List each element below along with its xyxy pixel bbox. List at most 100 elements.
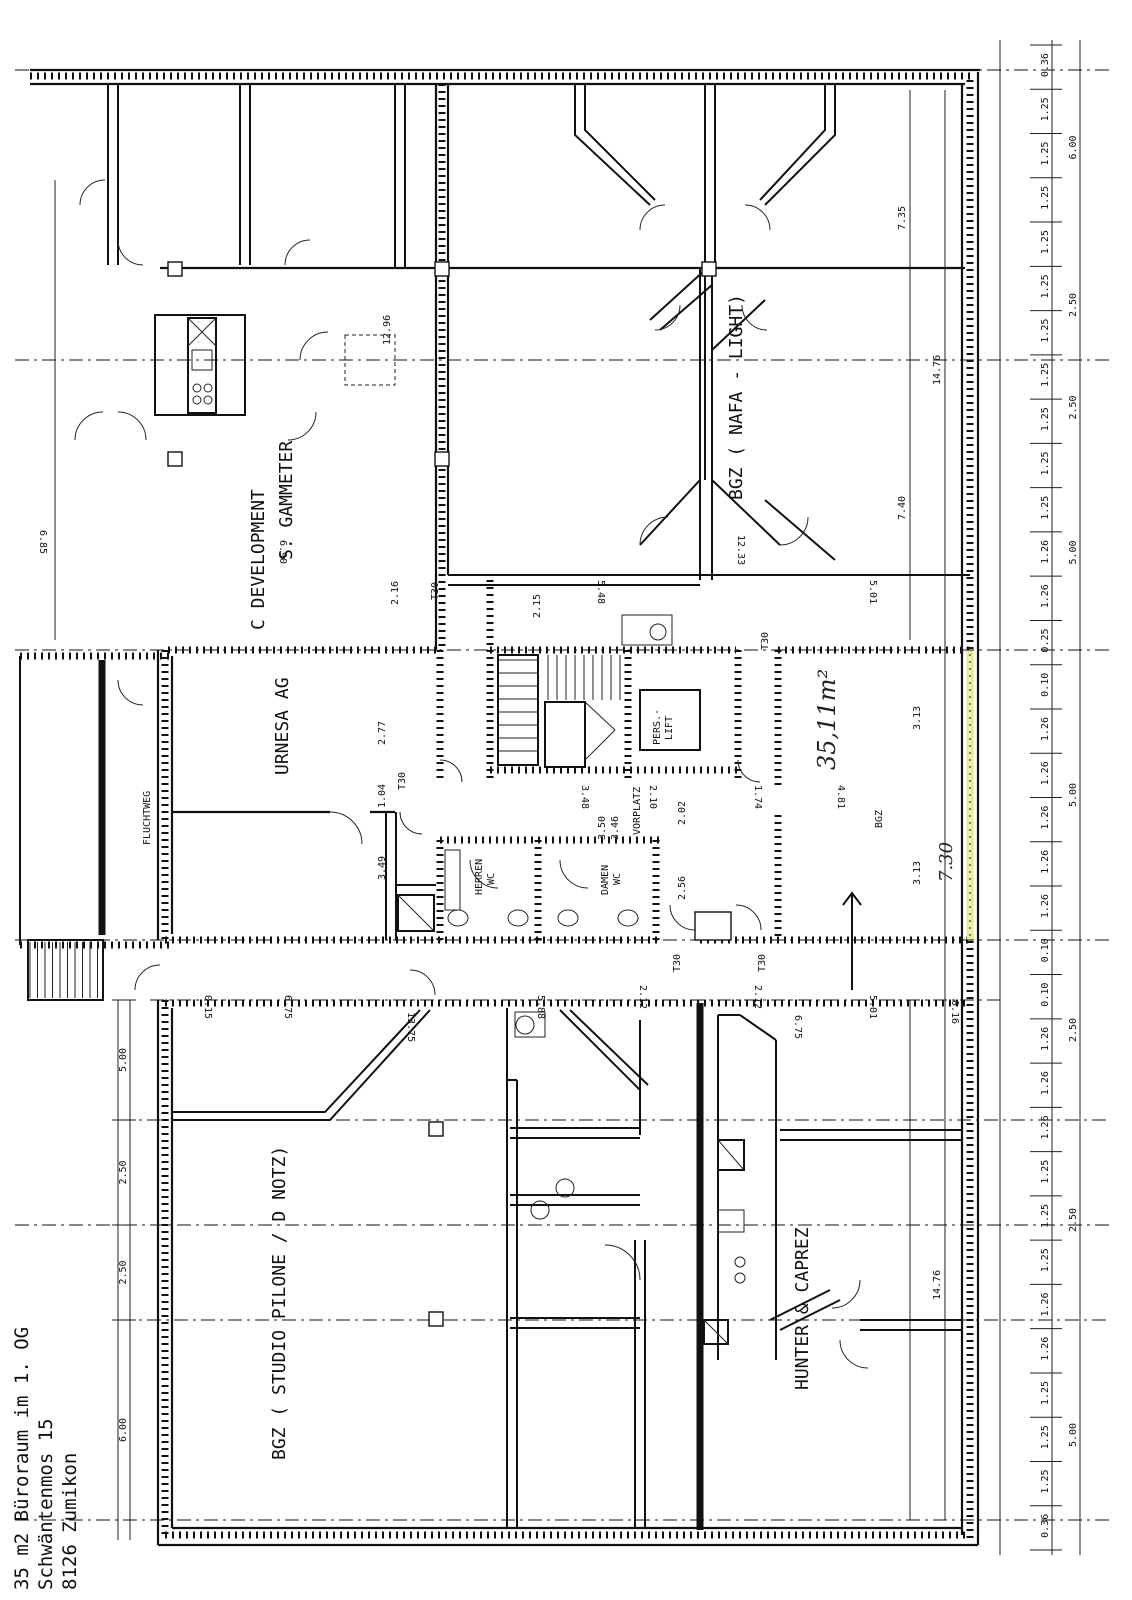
dim-right-12: 1.26 — [1040, 584, 1051, 608]
svg-text:2.56: 2.56 — [677, 876, 688, 900]
svg-text:3.13: 3.13 — [912, 706, 923, 730]
dim-right-17: 1.26 — [1040, 806, 1051, 830]
svg-text:3.50: 3.50 — [597, 816, 608, 840]
dim-right-20: 0.10 — [1040, 938, 1051, 962]
svg-text:6.90: 6.90 — [277, 540, 288, 564]
door-swings — [74, 179, 869, 1369]
dim-right-1: 1.25 — [1040, 97, 1051, 121]
dim-right-23: 1.26 — [1040, 1071, 1051, 1095]
label-lift: PERS.- — [652, 709, 663, 745]
dim-right-3: 1.25 — [1040, 186, 1051, 210]
dim-right-0: 0.36 — [1040, 53, 1051, 77]
svg-text:5.88: 5.88 — [535, 995, 546, 1019]
dim-right-13: 0.25 — [1040, 628, 1051, 652]
dim-right-14: 0.10 — [1040, 673, 1051, 697]
address-line-2: Schwäntenmos 15 — [35, 1418, 57, 1590]
svg-text:0.16: 0.16 — [949, 1000, 960, 1024]
handwritten-depth: 7.30 — [936, 842, 957, 882]
svg-text:7.40: 7.40 — [897, 496, 908, 520]
dim-right-6: 1.25 — [1040, 319, 1051, 343]
svg-text:12.96: 12.96 — [382, 315, 393, 345]
dim-left-1: 2.50 — [118, 1160, 129, 1184]
dim-right-sub-0: 6.00 — [1068, 135, 1079, 159]
svg-text:14.76: 14.76 — [932, 1270, 943, 1300]
label-fluchtweg: FLUCHTWEG — [142, 791, 153, 845]
svg-text:T30: T30 — [672, 954, 683, 972]
dim-right-33: 0.36 — [1040, 1514, 1051, 1538]
dim-right-31: 1.25 — [1040, 1425, 1051, 1449]
svg-text:6.75: 6.75 — [792, 1015, 803, 1039]
svg-text:T30: T30 — [760, 632, 771, 650]
room-studio-pilone: BGZ ( STUDIO PILONE / D NOTZ) — [269, 1146, 290, 1460]
dim-right-sub-3: 5.00 — [1068, 540, 1079, 564]
svg-text:2.16: 2.16 — [390, 581, 401, 605]
dim-left-2: 2.50 — [118, 1260, 129, 1284]
interior-walls — [19, 84, 974, 1530]
columns — [167, 261, 732, 1327]
svg-text:2.12: 2.12 — [637, 985, 648, 1009]
handwritten-area: 35,11m² — [813, 669, 841, 770]
svg-text:3.48: 3.48 — [579, 785, 590, 809]
dim-right-21: 0.10 — [1040, 983, 1051, 1007]
svg-text:5.01: 5.01 — [867, 580, 878, 604]
dim-right-15: 1.26 — [1040, 717, 1051, 741]
room-urnesa: URNESA AG — [272, 677, 293, 775]
dim-right-5: 1.25 — [1040, 274, 1051, 298]
svg-text:3.13: 3.13 — [912, 861, 923, 885]
direction-arrow — [842, 891, 862, 990]
dim-right-2: 1.25 — [1040, 142, 1051, 166]
label-damen: DAMEN — [600, 865, 611, 895]
dim-right-4: 1.25 — [1040, 230, 1051, 254]
svg-text:T30: T30 — [757, 954, 768, 972]
room-nafa-light: BGZ ( NAFA - LIGHT) — [726, 294, 747, 500]
exterior-stair — [27, 939, 104, 1001]
label-lift-2: LIFT — [664, 716, 675, 740]
svg-text:5.01: 5.01 — [867, 995, 878, 1019]
dim-right-30: 1.25 — [1040, 1381, 1051, 1405]
wc-fixtures — [397, 614, 746, 1345]
dim-right-29: 1.26 — [1040, 1337, 1051, 1361]
svg-text:14.76: 14.76 — [932, 355, 943, 385]
dim-right-8: 1.25 — [1040, 407, 1051, 431]
dim-right-24: 1.26 — [1040, 1115, 1051, 1139]
address-block: 35 m2 Büroraum im 1. OG Schwäntenmos 15 … — [11, 1327, 81, 1590]
svg-text:7.35: 7.35 — [897, 206, 908, 230]
svg-text:12.33: 12.33 — [735, 535, 746, 565]
dim-right-25: 1.25 — [1040, 1160, 1051, 1184]
dim-right-16: 1.26 — [1040, 761, 1051, 785]
exterior-walls — [20, 68, 980, 1547]
svg-text:2.10: 2.10 — [647, 785, 658, 809]
label-herren-wc: WC — [486, 873, 497, 885]
label-vorplatz: VORPLATZ — [632, 787, 643, 835]
dimension-labels: 7.35 7.40 14.76 14.76 12.96 6.90 6.85 12… — [37, 206, 960, 1300]
dim-right-19: 1.26 — [1040, 894, 1051, 918]
svg-text:2.77: 2.77 — [377, 721, 388, 745]
svg-text:4.81: 4.81 — [835, 785, 846, 809]
dim-left-3: 6.00 — [118, 1418, 129, 1442]
dim-right-32: 1.25 — [1040, 1470, 1051, 1494]
dim-left-0: 5.00 — [118, 1048, 129, 1072]
dim-right-10: 1.25 — [1040, 496, 1051, 520]
dim-right-18: 1.26 — [1040, 850, 1051, 874]
dimension-ticks-right — [1030, 44, 1062, 1551]
svg-text:1.04: 1.04 — [377, 784, 388, 808]
address-line-1: 35 m2 Büroraum im 1. OG — [11, 1327, 33, 1590]
svg-text:T30: T30 — [397, 772, 408, 790]
room-c-development-tenant: S. GAMMETER — [276, 441, 297, 560]
dimension-lines-left — [54, 180, 131, 1540]
svg-text:3.46: 3.46 — [610, 816, 621, 840]
dim-right-22: 1.26 — [1040, 1027, 1051, 1051]
room-labels: C DEVELOPMENT S. GAMMETER URNESA AG BGZ … — [142, 294, 957, 1460]
svg-text:2.15: 2.15 — [532, 594, 543, 618]
svg-text:T30: T30 — [430, 582, 441, 600]
svg-text:3.49: 3.49 — [377, 856, 388, 880]
diagonal-partitions — [172, 84, 841, 1331]
svg-text:6.75: 6.75 — [282, 995, 293, 1019]
room-c-development: C DEVELOPMENT — [248, 489, 269, 630]
svg-text:1.74: 1.74 — [752, 785, 763, 809]
svg-text:2.12: 2.12 — [752, 985, 763, 1009]
dim-right-9: 1.25 — [1040, 451, 1051, 475]
dimension-chain-right: 0.36 1.25 1.25 1.25 1.25 1.25 1.25 1.25 1.25 1.25… — [1040, 53, 1079, 1538]
dim-right-sub-7: 5.00 — [1068, 1423, 1079, 1447]
